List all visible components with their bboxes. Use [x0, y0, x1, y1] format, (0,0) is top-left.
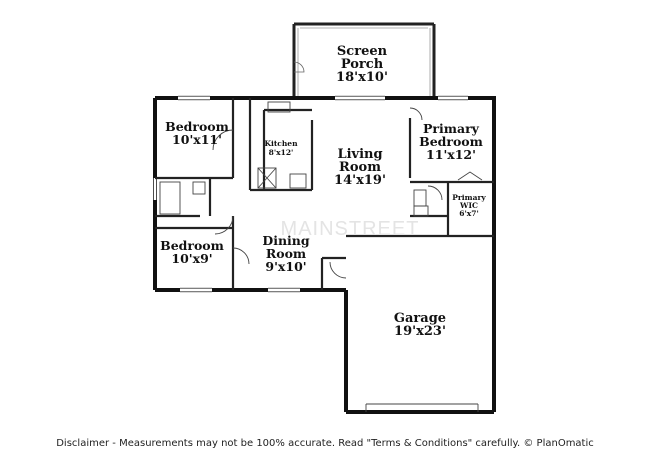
living-line2: Room [339, 160, 381, 175]
svg-text:18'x10': 18'x10' [336, 70, 388, 85]
bedroom-top-dims: 10'x11' [172, 132, 222, 147]
svg-text:Dining: Dining [262, 233, 310, 248]
dining-line2: Room [266, 246, 306, 261]
garage-name: Garage [394, 311, 446, 326]
kitchen-name: Kitchen [264, 139, 298, 148]
svg-text:10'x9': 10'x9' [171, 251, 212, 266]
wic-dims: 6'x7' [459, 209, 479, 218]
svg-text:Primary: Primary [452, 193, 486, 202]
interior-walls [155, 98, 494, 290]
windows [153, 96, 468, 292]
living-line1: Living [337, 147, 382, 162]
svg-text:Porch: Porch [341, 57, 384, 72]
svg-text:Living: Living [337, 147, 382, 162]
bedroom-bottom-dims: 10'x9' [171, 251, 212, 266]
wic-line2: WIC [459, 201, 478, 210]
svg-text:8'x12': 8'x12' [269, 148, 294, 157]
primary-bed-line1: Primary [423, 121, 480, 136]
svg-text:11'x12': 11'x12' [426, 147, 476, 162]
dining-line1: Dining [262, 233, 310, 248]
garage-dims: 19'x23' [394, 324, 446, 339]
svg-text:Kitchen: Kitchen [264, 139, 298, 148]
svg-text:Bedroom: Bedroom [165, 119, 229, 134]
svg-text:Bedroom: Bedroom [419, 134, 483, 149]
svg-text:10'x11': 10'x11' [172, 132, 222, 147]
primary-bed-dims: 11'x12' [426, 147, 476, 162]
living-dims: 14'x19' [334, 173, 386, 188]
bedroom-bottom-name: Bedroom [160, 238, 224, 253]
svg-text:Bedroom: Bedroom [160, 238, 224, 253]
svg-text:Room: Room [266, 246, 306, 261]
disclaimer-text: Disclaimer - Measurements may not be 100… [56, 438, 594, 449]
screen-porch-walls [292, 22, 436, 98]
porch-line2: Porch [341, 57, 384, 72]
svg-text:9'x10': 9'x10' [265, 259, 306, 274]
kitchen-dims: 8'x12' [269, 148, 294, 157]
fixtures [159, 101, 483, 412]
svg-text:Primary: Primary [423, 121, 480, 136]
watermark: MAINSTREET [281, 218, 420, 240]
primary-bed-line2: Bedroom [419, 134, 483, 149]
porch-line1: Screen [337, 44, 388, 59]
svg-text:Screen: Screen [337, 44, 388, 59]
svg-text:6'x7': 6'x7' [459, 209, 479, 218]
svg-text:Garage: Garage [394, 311, 446, 326]
svg-text:19'x23': 19'x23' [394, 324, 446, 339]
svg-text:Room: Room [339, 160, 381, 175]
svg-text:14'x19': 14'x19' [334, 173, 386, 188]
dining-dims: 9'x10' [265, 259, 306, 274]
porch-dims: 18'x10' [336, 70, 388, 85]
svg-text:WIC: WIC [459, 201, 478, 210]
wic-line1: Primary [452, 193, 486, 202]
bedroom-top-name: Bedroom [165, 119, 229, 134]
